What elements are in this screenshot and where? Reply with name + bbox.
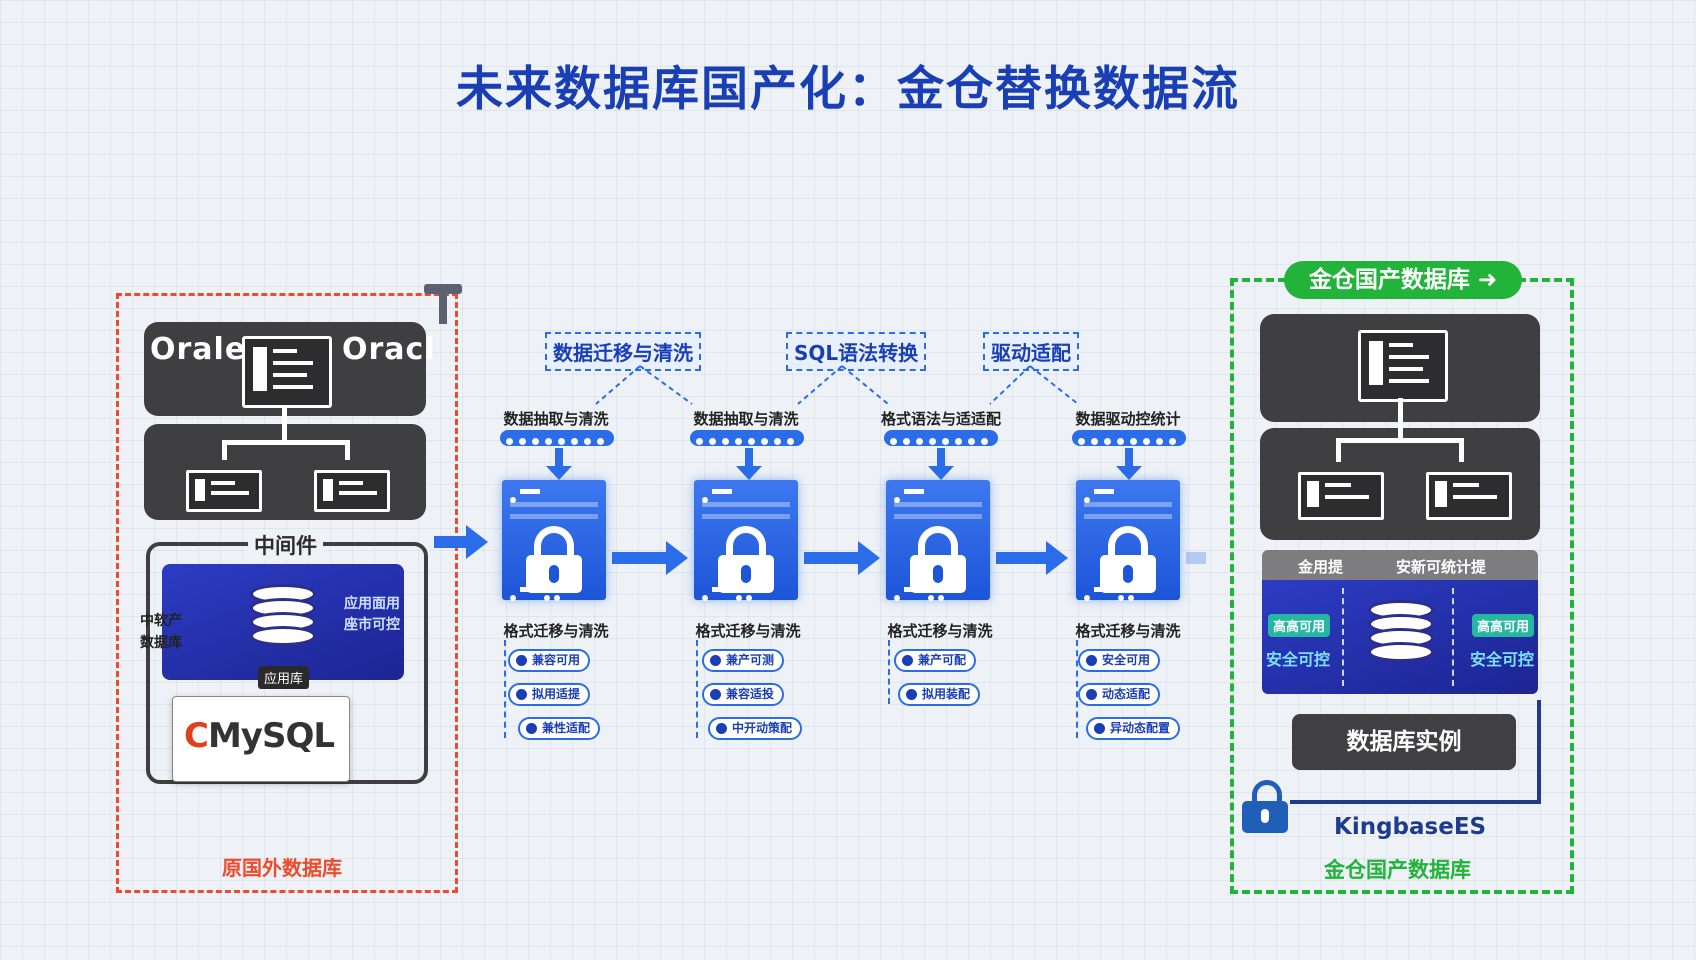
- stage-2-down-arrow: [736, 466, 762, 480]
- database-instance: 数据库实例: [1292, 714, 1516, 770]
- stage-2-pill-bar: [690, 430, 804, 446]
- server-node-icon: [1298, 472, 1384, 520]
- stage-1-tag: 兼性适配: [518, 717, 601, 740]
- target-feature-band: [1262, 550, 1538, 580]
- stage-3-pill-bar: [884, 430, 998, 446]
- target-badge: 金仓国产数据库 ➜: [1284, 261, 1522, 299]
- oracle-logo-left: Orale: [150, 332, 247, 367]
- high-availability-pill-left: 高高可用: [1268, 614, 1330, 637]
- mysql-logo: CMySQL: [184, 716, 335, 756]
- band-label-left: 金用提: [1298, 558, 1344, 576]
- security-label-left: 安全可控: [1266, 650, 1331, 669]
- flow-arrow-head: [666, 541, 688, 575]
- stage-3-bottom-label: 格式迁移与清洗: [887, 622, 993, 640]
- instance-connector: [1290, 800, 1540, 804]
- target-caption: 金仓国产数据库: [1324, 858, 1471, 882]
- stage-4-tag: 异动态配置: [1086, 717, 1181, 740]
- server-node-icon: [1426, 472, 1512, 520]
- stage-3-secure-server: [886, 480, 990, 601]
- stage-1-tag: 兼容可用: [508, 649, 591, 672]
- source-caption: 原国外数据库: [222, 856, 342, 880]
- stage-1-top-label: 数据抽取与清洗: [503, 410, 609, 428]
- stage-1-secure-server: [502, 480, 606, 601]
- panel-label: 应用面用 座市可控: [344, 596, 400, 633]
- flow-arrow-head: [858, 541, 880, 575]
- stage-1-pill-bar: [500, 430, 614, 446]
- lock-icon: [718, 526, 774, 593]
- flow-arrow-head: [1046, 541, 1068, 575]
- stage-4-top-label: 数据驱动控统计: [1075, 410, 1181, 428]
- stage-4-tag: 安全可用: [1078, 649, 1161, 672]
- lock-icon: [526, 526, 582, 593]
- high-availability-pill-right: 高高可用: [1472, 614, 1534, 637]
- flow-arrow: [612, 552, 668, 564]
- category-sql-conversion: SQL语法转换: [786, 332, 927, 371]
- security-label-right: 安全可控: [1470, 650, 1535, 669]
- database-icon: [250, 584, 316, 646]
- stage-1-down-arrow: [546, 466, 572, 480]
- side-label: 中软产 数据库: [140, 613, 182, 651]
- category-data-migration: 数据迁移与清洗: [545, 332, 701, 371]
- monitor-icon: [242, 336, 332, 408]
- app-db-tag: 应用库: [258, 666, 310, 689]
- stage-3-top-label: 格式语法与适适配: [880, 410, 1001, 428]
- band-label-right: 安新可统计提: [1396, 558, 1487, 576]
- mysql-logo-card: [172, 696, 350, 782]
- flow-arrow: [804, 552, 860, 564]
- stage-2-tag: 兼容适投: [702, 683, 785, 706]
- pin-icon: [424, 280, 462, 324]
- flow-arrow-faint: [1186, 552, 1206, 564]
- server-node-icon: [186, 470, 262, 512]
- kingbase-product-name: KingbaseES: [1334, 814, 1487, 840]
- flow-arrow-head: [466, 525, 488, 559]
- flow-arrow: [996, 552, 1048, 564]
- stage-3-down-arrow: [928, 466, 954, 480]
- lock-icon: [1100, 526, 1156, 593]
- page-title: 未来数据库国产化：金仓替换数据流: [456, 62, 1240, 117]
- stage-2-tag: 中开动策配: [708, 717, 803, 740]
- stage-4-secure-server: [1076, 480, 1180, 601]
- stage-2-secure-server: [694, 480, 798, 601]
- lock-icon: [1242, 780, 1288, 833]
- stage-4-down-arrow: [1116, 466, 1142, 480]
- category-driver-adaptation: 驱动适配: [983, 332, 1079, 371]
- stage-3-tag: 兼产可配: [894, 649, 977, 672]
- lock-icon: [910, 526, 966, 593]
- monitor-icon: [1358, 330, 1448, 402]
- stage-1-tag: 拟用适提: [508, 683, 591, 706]
- stage-3-tag: 拟用装配: [898, 683, 981, 706]
- stage-4-bottom-label: 格式迁移与清洗: [1075, 622, 1181, 640]
- source-database-group: [116, 293, 458, 893]
- stage-2-top-label: 数据抽取与清洗: [693, 410, 799, 428]
- stage-1-bottom-label: 格式迁移与清洗: [503, 622, 609, 640]
- middleware-label: 中间件: [248, 530, 323, 560]
- stage-4-tag: 动态适配: [1078, 683, 1161, 706]
- stage-4-pill-bar: [1072, 430, 1186, 446]
- server-node-icon: [314, 470, 390, 512]
- database-icon: [1368, 600, 1434, 662]
- stage-2-tag: 兼产可测: [702, 649, 785, 672]
- oracle-logo-right: Oracl: [342, 332, 436, 367]
- flow-arrow: [434, 536, 468, 548]
- stage-2-bottom-label: 格式迁移与清洗: [695, 622, 801, 640]
